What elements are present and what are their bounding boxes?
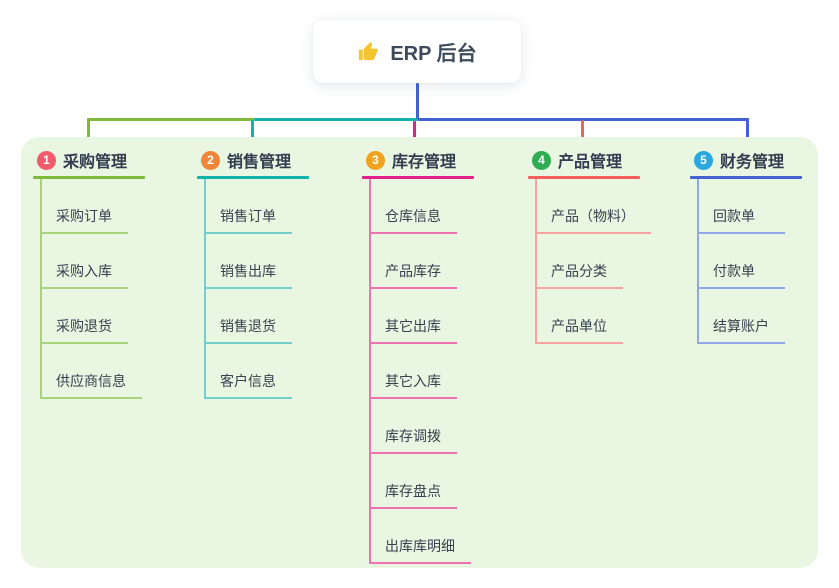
branch-children: 销售订单销售出库销售退货客户信息 — [204, 179, 309, 399]
branch-title-2[interactable]: 2 销售管理 — [197, 149, 309, 171]
branch-underline — [362, 176, 474, 179]
child-node[interactable]: 采购订单 — [42, 179, 128, 234]
branch-number-badge: 2 — [201, 150, 220, 170]
child-node[interactable]: 仓库信息 — [371, 179, 457, 234]
child-node[interactable]: 客户信息 — [206, 344, 292, 399]
child-node-label: 其它出库 — [385, 318, 441, 334]
child-node[interactable]: 库存调拨 — [371, 399, 457, 454]
connector-drop-branch4 — [581, 120, 584, 146]
child-node-label: 付款单 — [713, 263, 755, 279]
branch-label: 库存管理 — [392, 154, 457, 171]
connector-drop-branch5 — [746, 120, 749, 146]
child-node[interactable]: 销售退货 — [206, 289, 292, 344]
child-node-label: 结算账户 — [713, 318, 769, 334]
branch-number-badge: 5 — [694, 150, 713, 170]
child-node-label: 销售退货 — [220, 318, 276, 334]
connector-root-vertical — [416, 83, 419, 120]
branch-label: 销售管理 — [227, 154, 292, 171]
branch-title-3[interactable]: 3 库存管理 — [362, 149, 474, 171]
child-node[interactable]: 其它出库 — [371, 289, 457, 344]
branch-title-5[interactable]: 5 财务管理 — [690, 149, 802, 171]
connector-drop-branch1 — [87, 120, 90, 144]
child-node-label: 其它入库 — [385, 373, 441, 389]
child-node[interactable]: 其它入库 — [371, 344, 457, 399]
connector-drop-branch2 — [251, 120, 254, 144]
child-node[interactable]: 结算账户 — [699, 289, 785, 344]
child-node[interactable]: 采购入库 — [42, 234, 128, 289]
child-node[interactable]: 销售出库 — [206, 234, 292, 289]
child-node[interactable]: 出库库明细 — [371, 509, 471, 564]
branch-5: 5 财务管理回款单付款单结算账户 — [690, 149, 802, 344]
connector-drop-branch3 — [413, 121, 416, 147]
branch-underline — [528, 176, 640, 179]
child-node-label: 产品分类 — [551, 263, 607, 279]
branch-label: 采购管理 — [63, 154, 128, 171]
branch-underline — [197, 176, 309, 179]
branch-number-badge: 3 — [366, 150, 385, 170]
child-node[interactable]: 销售订单 — [206, 179, 292, 234]
branches-panel: 1 采购管理采购订单采购入库采购退货供应商信息 2 销售管理销售订单销售出库销售退货客… — [21, 137, 818, 568]
connector-bus-green — [87, 118, 254, 121]
branch-label: 产品管理 — [558, 154, 623, 171]
branch-underline — [33, 176, 145, 179]
child-node[interactable]: 供应商信息 — [42, 344, 142, 399]
branch-label: 财务管理 — [720, 154, 785, 171]
root-node[interactable]: ERP 后台 — [313, 20, 521, 83]
thumbs-up-icon — [357, 40, 380, 63]
branch-number-badge: 1 — [37, 150, 56, 170]
child-node-label: 客户信息 — [220, 373, 276, 389]
child-node-label: 供应商信息 — [56, 373, 126, 389]
child-node[interactable]: 采购退货 — [42, 289, 128, 344]
branch-1: 1 采购管理采购订单采购入库采购退货供应商信息 — [33, 149, 145, 399]
branch-3: 3 库存管理仓库信息产品库存其它出库其它入库库存调拨库存盘点出库库明细 — [362, 149, 474, 564]
branch-children: 仓库信息产品库存其它出库其它入库库存调拨库存盘点出库库明细 — [369, 179, 474, 564]
child-node-label: 库存调拨 — [385, 428, 441, 444]
branch-children: 产品（物料） 产品分类产品单位 — [535, 179, 651, 344]
branch-children: 回款单付款单结算账户 — [697, 179, 802, 344]
child-node[interactable]: 回款单 — [699, 179, 785, 234]
child-node[interactable]: 产品分类 — [537, 234, 623, 289]
connector-bus-blue — [418, 118, 749, 121]
child-node-label: 销售订单 — [220, 208, 276, 224]
branch-title-4[interactable]: 4 产品管理 — [528, 149, 651, 171]
child-node-label: 采购退货 — [56, 318, 112, 334]
branch-number-badge: 4 — [532, 150, 551, 170]
child-node-label: 仓库信息 — [385, 208, 441, 224]
child-node-label: 库存盘点 — [385, 483, 441, 499]
child-node[interactable]: 产品库存 — [371, 234, 457, 289]
root-label: ERP 后台 — [390, 43, 477, 65]
branch-underline — [690, 176, 802, 179]
branch-2: 2 销售管理销售订单销售出库销售退货客户信息 — [197, 149, 309, 399]
child-node-label: 产品单位 — [551, 318, 607, 334]
child-node-label: 采购入库 — [56, 263, 112, 279]
child-node-label: 产品库存 — [385, 263, 441, 279]
branch-children: 采购订单采购入库采购退货供应商信息 — [40, 179, 145, 399]
child-node-label: 产品（物料） — [551, 208, 635, 224]
child-node-label: 采购订单 — [56, 208, 112, 224]
child-node[interactable]: 产品单位 — [537, 289, 623, 344]
child-node-label: 回款单 — [713, 208, 755, 224]
child-node-label: 出库库明细 — [385, 538, 455, 554]
child-node[interactable]: 产品（物料） — [537, 179, 651, 234]
child-node[interactable]: 库存盘点 — [371, 454, 457, 509]
branch-title-1[interactable]: 1 采购管理 — [33, 149, 145, 171]
child-node[interactable]: 付款单 — [699, 234, 785, 289]
connector-bus-teal — [254, 118, 418, 121]
child-node-label: 销售出库 — [220, 263, 276, 279]
branch-4: 4 产品管理产品（物料） 产品分类产品单位 — [528, 149, 651, 344]
